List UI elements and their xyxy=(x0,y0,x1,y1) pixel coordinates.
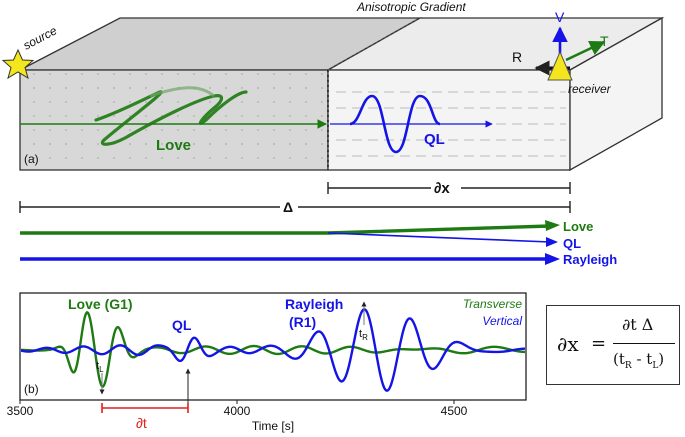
t-axis-arrow xyxy=(565,40,606,62)
x-axis-label: Time [s] xyxy=(252,419,294,433)
vertical-label: Vertical xyxy=(482,314,522,328)
fraction-bar xyxy=(613,343,675,344)
block-front-right xyxy=(327,69,571,171)
delta-label: Δ xyxy=(283,199,293,215)
equation-lhs: ∂x xyxy=(557,332,579,356)
dt-scale xyxy=(101,403,189,413)
block-3d xyxy=(19,16,665,172)
path-arrows xyxy=(20,220,560,265)
block-side xyxy=(569,16,663,172)
x-tick-4500: 4500 xyxy=(441,404,468,418)
dx-label: ∂x xyxy=(434,180,450,197)
x-axis-ticks xyxy=(19,400,455,404)
path-label-rayleigh: Rayleigh xyxy=(563,252,617,267)
panel-label-b: (b) xyxy=(24,382,39,396)
love-label-top: Love xyxy=(156,137,191,154)
ql-label-top: QL xyxy=(424,131,445,148)
ql-label-bottom: QL xyxy=(172,317,192,333)
transverse-label: Transverse xyxy=(463,297,522,311)
rayleigh-r1-label: (R1) xyxy=(289,314,316,330)
vertical-trace xyxy=(21,308,525,392)
equation-denominator: (tR - tL) xyxy=(613,350,665,371)
tl-label: tL xyxy=(96,360,104,374)
path-label-love: Love xyxy=(563,219,593,234)
receiver-label: receiver xyxy=(568,82,612,96)
t-axis-label: T xyxy=(600,33,609,49)
equation-box: ∂x = ∂t Δ (tR - tL) xyxy=(546,305,680,385)
ql-path-arrow xyxy=(327,232,551,243)
gradient-title: Anisotropic Gradient xyxy=(356,0,466,14)
love-path-arrow xyxy=(20,224,551,235)
x-tick-3500: 3500 xyxy=(7,404,34,418)
source-star-icon xyxy=(1,48,35,80)
x-tick-4000: 4000 xyxy=(224,404,251,418)
transverse-trace xyxy=(21,310,525,388)
ql-wave-shape xyxy=(349,94,441,154)
v-axis-label: V xyxy=(555,9,565,25)
tr-label: tR xyxy=(359,328,368,342)
equation-numerator: ∂t Δ xyxy=(622,315,654,334)
receiver-triangle-icon xyxy=(547,50,573,81)
path-label-ql: QL xyxy=(563,236,581,251)
dt-label: ∂t xyxy=(136,415,147,431)
rayleigh-label-bottom: Rayleigh xyxy=(285,296,343,312)
love-g1-label: Love (G1) xyxy=(68,296,133,312)
source-label: source xyxy=(21,23,60,52)
equation-equals: = xyxy=(591,333,607,354)
panel-label-a: (a) xyxy=(24,152,39,166)
r-axis-label: R xyxy=(512,49,522,65)
